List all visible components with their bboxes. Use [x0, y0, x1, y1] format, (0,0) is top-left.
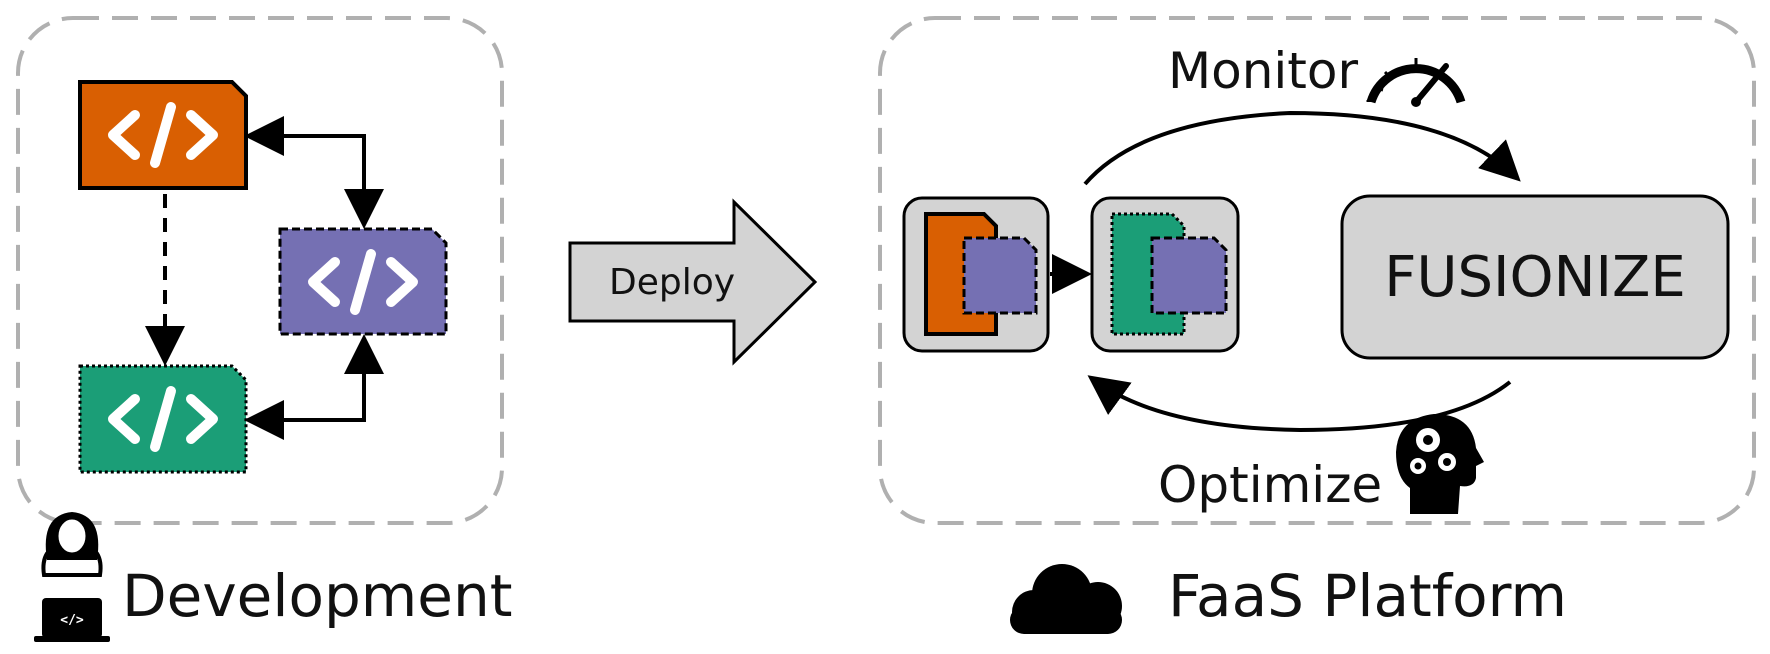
monitor-label: Monitor	[1168, 42, 1359, 100]
fusionize-box: FUSIONIZE	[1340, 194, 1730, 360]
faas-platform-panel	[878, 16, 1756, 525]
green-code-file	[78, 364, 248, 474]
svg-text:</>: </>	[60, 613, 84, 628]
faas-platform-label: FaaS Platform	[1168, 562, 1567, 630]
development-label: Development	[122, 562, 512, 630]
orange-code-file	[78, 80, 248, 190]
cloud-icon	[1010, 564, 1122, 634]
fusionize-label: FUSIONIZE	[1384, 245, 1686, 310]
monitor-arrow	[1083, 110, 1521, 186]
purple-code-file	[278, 227, 448, 336]
deploy-arrow: Deploy	[568, 198, 818, 366]
function-container-1	[902, 196, 1050, 353]
code-icon	[108, 102, 218, 168]
development-arrows	[145, 116, 384, 440]
function-container-2	[1090, 196, 1240, 353]
brain-gears-icon	[1396, 414, 1484, 514]
development-panel	[16, 16, 504, 525]
developer-icon: </>	[34, 512, 110, 642]
speedometer-icon	[1366, 58, 1466, 107]
code-icon	[108, 386, 218, 452]
deploy-label: Deploy	[609, 262, 735, 303]
code-icon	[308, 249, 418, 315]
optimize-arrow	[1087, 375, 1512, 433]
optimize-label: Optimize	[1158, 456, 1382, 514]
